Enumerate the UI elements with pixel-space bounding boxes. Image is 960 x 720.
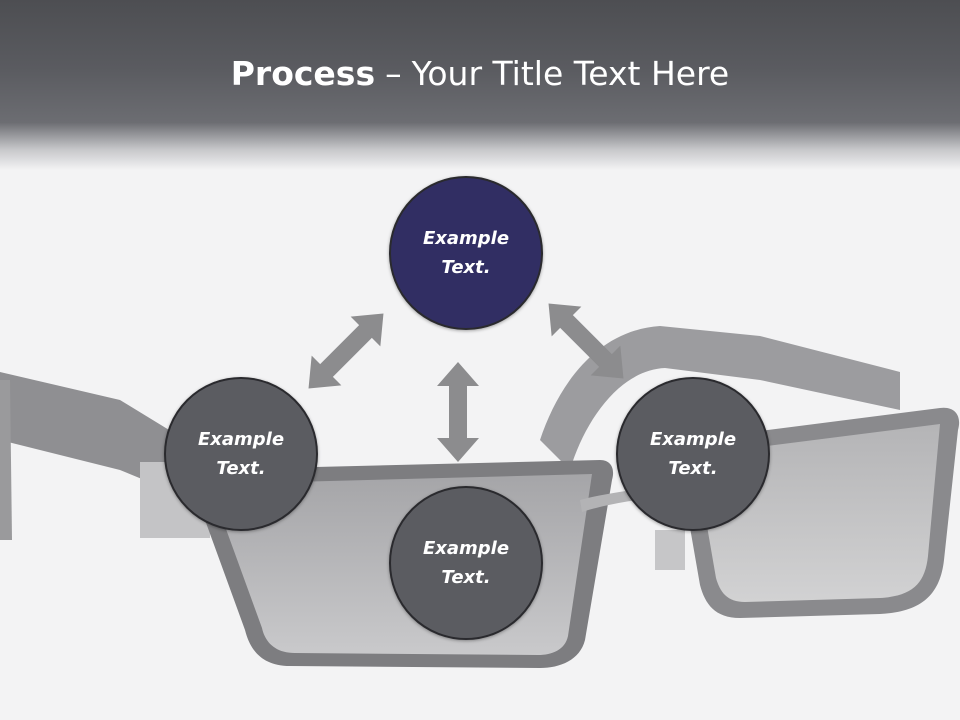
process-node-top: Example Text. [389, 176, 543, 330]
node-left-line1: Example [197, 429, 285, 450]
title-separator: – [385, 54, 402, 93]
arrow-top-right [533, 288, 639, 394]
arrow-top-bottom [437, 362, 479, 462]
process-node-right: Example Text. [616, 377, 770, 531]
node-left-line2: Text. [216, 458, 266, 479]
node-right-line1: Example [649, 429, 737, 450]
node-right-line2: Text. [668, 458, 718, 479]
title-rest: Your Title Text Here [411, 54, 730, 93]
node-bottom-line2: Text. [441, 567, 491, 588]
process-node-bottom: Example Text. [389, 486, 543, 640]
node-bottom-line1: Example [422, 538, 510, 559]
arrow-top-left [293, 298, 399, 404]
node-top-line2: Text. [441, 257, 491, 278]
process-node-left: Example Text. [164, 377, 318, 531]
title-band [0, 0, 960, 170]
slide-title: Process–Your Title Text Here [0, 52, 960, 96]
node-top-line1: Example [422, 228, 510, 249]
title-bold-part: Process [230, 54, 376, 93]
